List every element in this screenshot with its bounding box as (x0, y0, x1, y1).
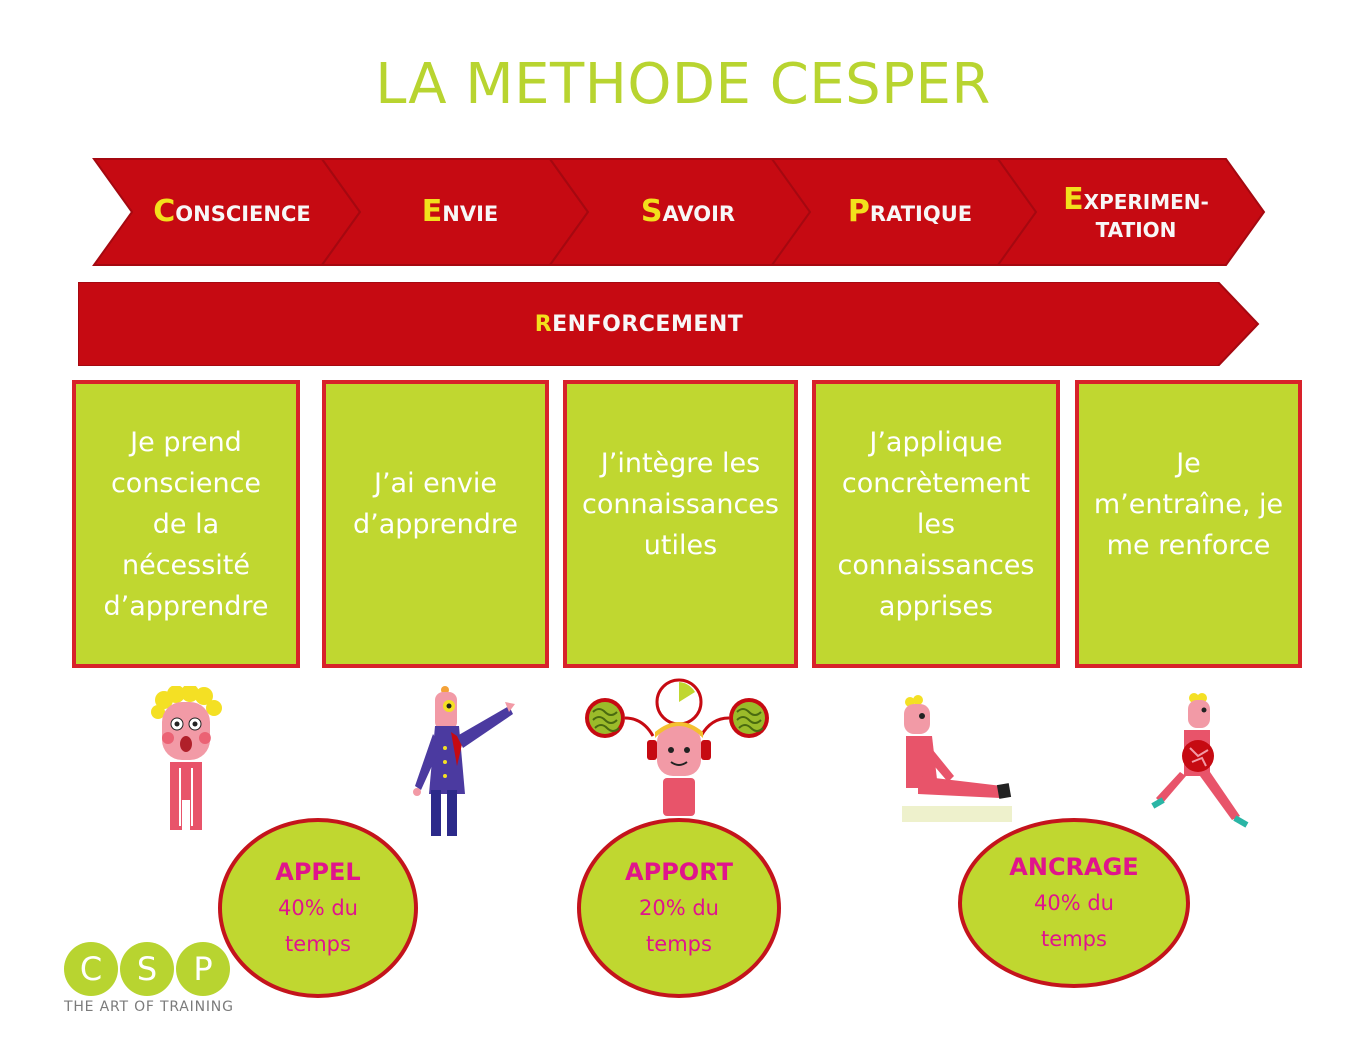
phase-share: 40% du (278, 896, 358, 920)
phase-unit: temps (285, 932, 351, 956)
step-label-initial: P (847, 194, 870, 229)
surprised-person-icon (150, 684, 222, 834)
box-text-line: les (916, 508, 956, 540)
step-chevron-pratique: PRATIQUE (770, 157, 1040, 267)
box-text-line: nécessité (121, 549, 250, 581)
box-text-line: connaissances (582, 488, 779, 520)
box-text-line: me renforce (1106, 529, 1271, 561)
description-box-pratique: J’applique concrètement les connaissances ap… (812, 380, 1060, 668)
phase-name: APPORT (625, 858, 733, 886)
step-label-initial: E (421, 194, 443, 229)
reinforcement-label: ENFORCEMENT (552, 311, 744, 337)
box-text-line: apprises (878, 590, 994, 622)
box-text-line: J’ai envie (373, 468, 497, 499)
phase-circle-apport: APPORT 20% du temps (577, 818, 781, 998)
box-text-line: concrètement (841, 467, 1031, 499)
box-text-line: connaissances (837, 549, 1035, 581)
page-title: LA METHODE CESPER (375, 52, 991, 117)
description-box-experimentation: Je m’entraîne, je me renforce (1075, 380, 1302, 668)
box-text-line: utiles (643, 529, 718, 561)
step-label: XPERIMEN- (1083, 190, 1209, 214)
sitting-person-icon (898, 694, 1022, 828)
running-person-icon (1150, 692, 1254, 844)
description-box-conscience: Je prend conscience de la nécessité d’appren… (72, 380, 300, 668)
pointing-man-icon (405, 686, 515, 842)
phase-name: ANCRAGE (1009, 853, 1139, 881)
phase-unit: temps (1041, 927, 1107, 951)
step-label-line2: TATION (1095, 218, 1177, 242)
step-label: ONSCIENCE (175, 202, 311, 226)
box-text-line: J’applique (869, 426, 1003, 458)
box-text-line: Je (1176, 447, 1201, 479)
description-box-envie: J’ai envie d’apprendre (322, 380, 549, 668)
logo-letter: S (120, 942, 174, 996)
logo-letter: P (176, 942, 230, 996)
box-text-line: J’intègre les (600, 447, 761, 479)
phase-unit: temps (646, 932, 712, 956)
step-label: NVIE (442, 202, 499, 226)
box-text-line: conscience (110, 467, 262, 499)
step-label-initial: C (153, 194, 176, 229)
phase-circle-appel: APPEL 40% du temps (218, 818, 418, 998)
phase-name: APPEL (275, 858, 361, 886)
phase-share: 20% du (639, 896, 719, 920)
logo-letter: C (64, 942, 118, 996)
phase-circle-ancrage: ANCRAGE 40% du temps (958, 818, 1190, 988)
phase-share: 40% du (1034, 891, 1114, 915)
learning-brain-icon (583, 678, 775, 820)
logo-tagline: THE ART OF TRAINING (64, 999, 234, 1015)
step-label-initial: S (640, 194, 663, 229)
reinforcement-arrow: RENFORCEMENT (78, 282, 1260, 366)
step-chevron-envie: ENVIE (320, 157, 590, 267)
step-label: AVOIR (662, 202, 736, 226)
box-text-line: d’apprendre (352, 509, 519, 540)
step-label: RATIQUE (869, 202, 973, 226)
box-text-line: m’entraîne, je (1093, 488, 1284, 520)
box-text-line: d’apprendre (103, 590, 269, 622)
box-text-line: Je prend (130, 426, 242, 458)
step-chevron-experimentation: EXPERIMEN- TATION (996, 157, 1266, 267)
box-text-line: de la (152, 508, 220, 540)
step-label-initial: E (1063, 182, 1084, 217)
reinforcement-initial: R (534, 311, 553, 337)
description-box-savoir: J’intègre les connaissances utiles (563, 380, 798, 668)
